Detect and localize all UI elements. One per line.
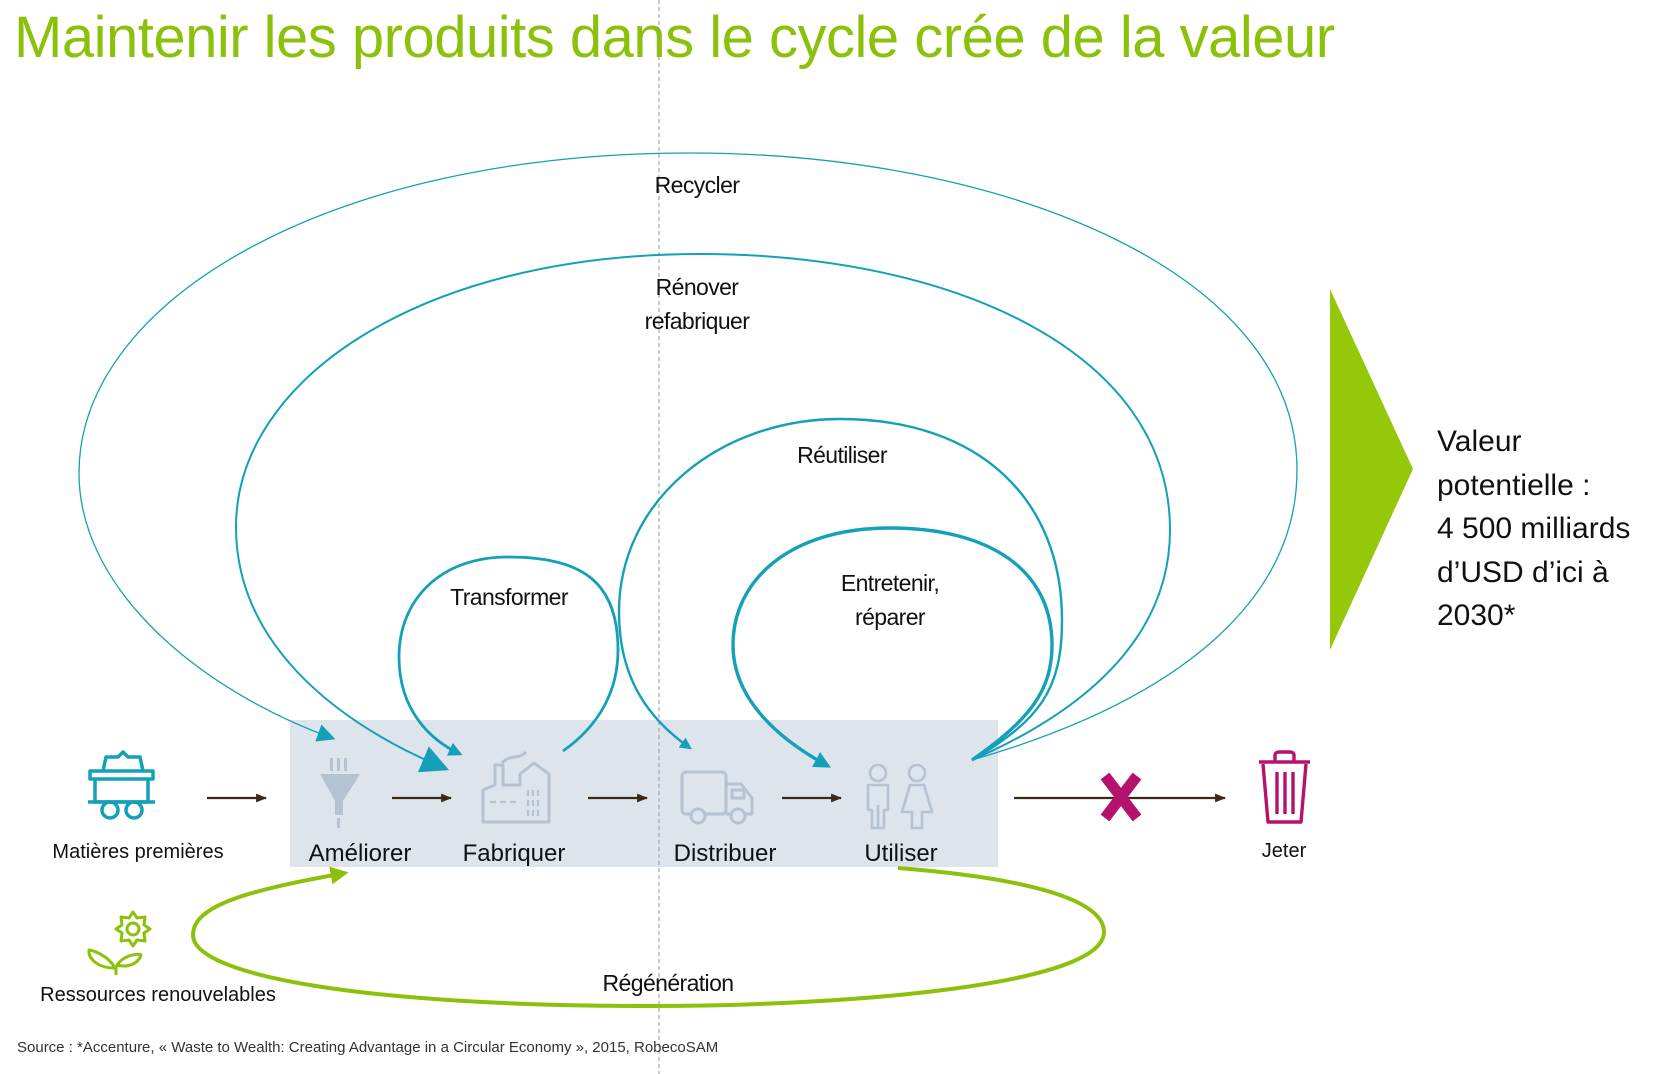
value-line: potentielle :	[1437, 468, 1591, 502]
step-label-ameliorer: Améliorer	[309, 840, 412, 867]
renovate-label-line1: Rénover	[656, 274, 740, 300]
factory-icon	[481, 750, 551, 824]
discard-label: Jeter	[1262, 840, 1307, 862]
truck-icon	[680, 770, 754, 825]
transform-loop	[397, 555, 620, 756]
value-line: Valeur	[1437, 425, 1522, 458]
recycle-loop	[78, 152, 1298, 761]
recycle-label: Recycler	[655, 172, 741, 198]
regeneration-label: Régénération	[603, 970, 734, 996]
renovate-loop	[234, 252, 1172, 773]
people-icon	[866, 763, 934, 830]
reuse-loop	[617, 417, 1064, 762]
maintain-label-line1: Entretenir,	[841, 570, 939, 596]
plant-sun-icon	[87, 910, 152, 975]
renewables-label: Ressources renouvelables	[40, 984, 276, 1006]
step-label-utiliser: Utiliser	[864, 840, 937, 867]
reuse-label: Réutiliser	[797, 442, 888, 468]
value-chain-box	[290, 720, 998, 867]
raw-materials-label: Matières premières	[52, 841, 223, 863]
source-footnote: Source : *Accenture, « Waste to Wealth: …	[17, 1039, 719, 1056]
potential-value-text: Valeur potentielle : 4 500 milliards d’U…	[1437, 420, 1630, 638]
value-line: d’USD d’ici à	[1437, 555, 1609, 589]
transform-label: Transformer	[450, 584, 569, 610]
step-label-fabriquer: Fabriquer	[463, 840, 566, 867]
value-line: 4 500 milliards	[1437, 512, 1631, 545]
trash-can-icon	[1259, 750, 1310, 824]
regeneration-loop	[190, 866, 1107, 1009]
cross-icon	[1100, 772, 1142, 822]
page-title: Maintenir les produits dans le cycle cré…	[14, 5, 1335, 70]
value-triangle	[1330, 289, 1413, 650]
maintain-loop	[731, 526, 1054, 768]
renovate-label-line2: refabriquer	[645, 308, 751, 334]
mine-cart-icon	[88, 750, 155, 820]
value-line: 2030*	[1437, 599, 1516, 632]
funnel-icon	[320, 758, 360, 828]
step-label-distribuer: Distribuer	[674, 840, 777, 867]
maintain-label-line2: réparer	[855, 604, 926, 630]
